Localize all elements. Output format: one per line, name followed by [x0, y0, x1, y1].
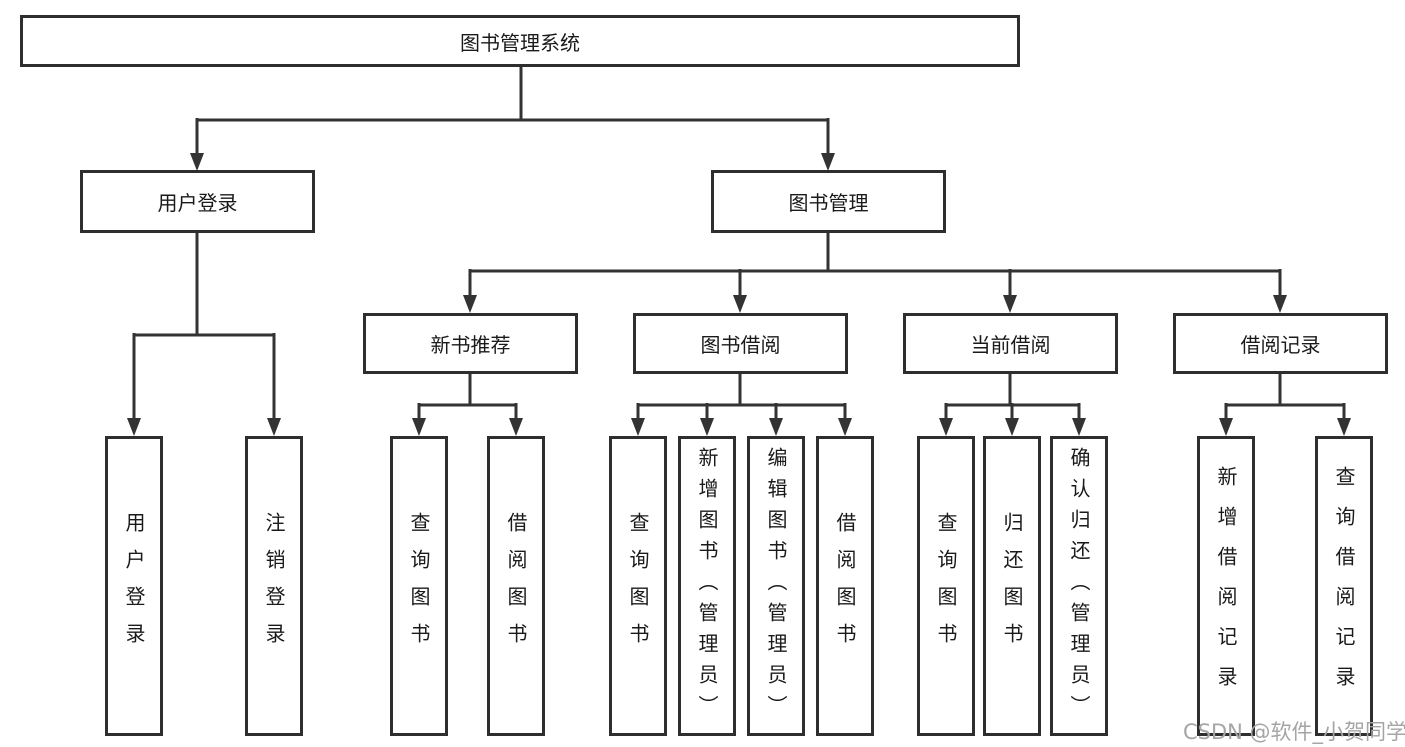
- node-label: 图书管理: [788, 191, 869, 215]
- node-root-system: 图书管理系统: [20, 15, 1020, 67]
- leaf-logout-login: 注销登录: [245, 436, 303, 736]
- node-label: 用户登录: [157, 191, 238, 215]
- leaf-borrow-books-recommend: 借阅图书: [487, 436, 545, 736]
- leaf-label: 查询图书: [407, 512, 431, 660]
- leaf-user-login: 用户登录: [105, 436, 163, 736]
- watermark: CSDN @软件_小贺同学: [1183, 720, 1405, 744]
- leaf-add-borrow-record: 新增借阅记录: [1197, 436, 1255, 736]
- leaf-query-books-borrow: 查询图书: [609, 436, 667, 736]
- leaf-label: 用户登录: [122, 512, 146, 660]
- node-book-borrow: 图书借阅: [633, 313, 848, 374]
- node-borrow-records: 借阅记录: [1173, 313, 1388, 374]
- leaf-label: 借阅图书: [504, 512, 528, 660]
- node-current-borrow: 当前借阅: [903, 313, 1118, 374]
- leaf-edit-book-admin: 编辑图书（管理员）: [747, 436, 805, 736]
- leaf-confirm-return-admin: 确认归还（管理员）: [1050, 436, 1108, 736]
- leaf-query-books-current: 查询图书: [917, 436, 975, 736]
- leaf-label: 新增借阅记录: [1214, 466, 1238, 706]
- leaf-label: 归还图书: [1000, 512, 1024, 660]
- leaf-query-books-recommend: 查询图书: [390, 436, 448, 736]
- leaf-label: 注销登录: [262, 512, 286, 660]
- leaf-label: 确认归还（管理员）: [1067, 446, 1091, 726]
- leaf-label: 借阅图书: [833, 512, 857, 660]
- leaf-return-books: 归还图书: [983, 436, 1041, 736]
- leaf-label: 查询借阅记录: [1332, 466, 1356, 706]
- leaf-query-borrow-record: 查询借阅记录: [1315, 436, 1373, 736]
- leaf-label: 新增图书（管理员）: [695, 446, 719, 726]
- node-label: 借阅记录: [1240, 333, 1321, 357]
- node-label: 当前借阅: [970, 333, 1051, 357]
- leaf-borrow-books: 借阅图书: [816, 436, 874, 736]
- node-label: 图书管理系统: [460, 30, 580, 55]
- node-label: 图书借阅: [700, 333, 781, 357]
- node-book-management: 图书管理: [711, 170, 946, 233]
- leaf-add-book-admin: 新增图书（管理员）: [678, 436, 736, 736]
- leaf-label: 编辑图书（管理员）: [764, 446, 788, 726]
- node-user-login: 用户登录: [80, 170, 315, 233]
- leaf-label: 查询图书: [934, 512, 958, 660]
- node-label: 新书推荐: [430, 333, 511, 357]
- leaf-label: 查询图书: [626, 512, 650, 660]
- node-new-book-recommend: 新书推荐: [363, 313, 578, 374]
